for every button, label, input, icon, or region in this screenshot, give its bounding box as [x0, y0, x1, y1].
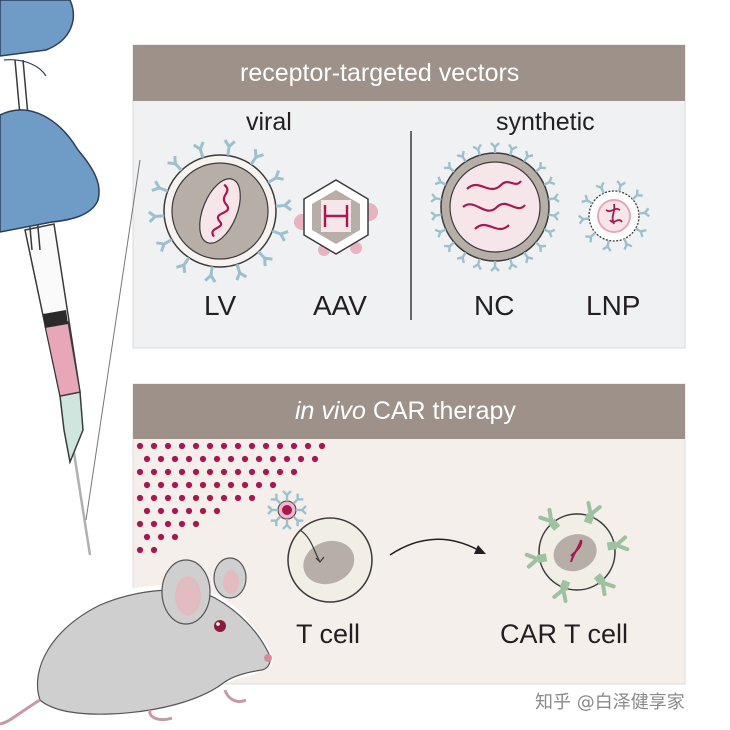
bottom-panel [132, 383, 686, 685]
watermark-text: 知乎 @白泽健享家 [535, 692, 685, 713]
syringe-hub [59, 391, 84, 465]
nc-label: NC [474, 290, 515, 321]
aav-particle [294, 179, 378, 256]
aav-label: AAV [313, 290, 367, 321]
lv-label: LV [204, 290, 237, 321]
t-cell [287, 517, 373, 603]
car-t-cell-label: CAR T cell [500, 619, 629, 649]
bottom-panel-header [133, 384, 685, 439]
bottom-title-rest: CAR therapy [365, 397, 516, 425]
top-panel-header [133, 45, 685, 101]
zoom-line [85, 159, 141, 521]
car-t-cell [524, 500, 630, 604]
conversion-arrow [389, 538, 486, 556]
t-cell-label: T cell [296, 619, 361, 649]
lnp-label: LNP [586, 290, 641, 321]
lv-particle [147, 138, 293, 284]
syringe-plunger-tip [43, 310, 68, 328]
glove-hand [0, 0, 100, 233]
synthetic-heading: synthetic [496, 108, 595, 136]
viral-heading: viral [246, 108, 292, 136]
bottom-title-italic: in vivo [295, 397, 366, 425]
targeted-particle [266, 489, 308, 531]
top-panel-title: receptor-targeted vectors [240, 59, 520, 87]
mouse [0, 557, 273, 726]
nc-particle [429, 141, 561, 273]
vector-particle-dots [136, 442, 326, 554]
lnp-particle [577, 179, 651, 253]
syringe-fluid [44, 321, 81, 397]
bottom-panel-title: in vivo CAR therapy [295, 397, 516, 426]
syringe-needle [70, 439, 92, 556]
